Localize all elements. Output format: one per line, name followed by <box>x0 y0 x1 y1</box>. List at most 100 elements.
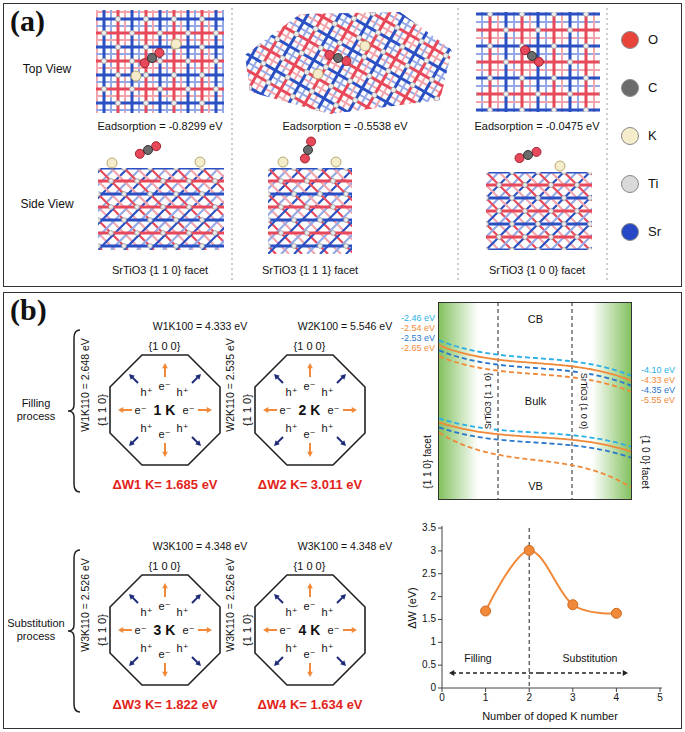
art-path <box>162 583 168 588</box>
art-circle <box>293 30 300 37</box>
node-text: (b) <box>10 293 47 328</box>
art-circle <box>185 86 190 91</box>
column-divider <box>232 8 233 283</box>
node-text: h⁺ <box>286 421 298 434</box>
arrow <box>198 407 212 413</box>
art-circle <box>575 209 580 214</box>
art-circle <box>551 12 556 17</box>
art-line <box>486 172 564 250</box>
art-line <box>442 526 443 688</box>
art-circle <box>416 182 423 189</box>
arrow <box>118 407 132 413</box>
arrow <box>129 594 138 603</box>
art-circle <box>588 172 592 174</box>
art-path <box>195 594 201 600</box>
art-circle <box>237 127 244 134</box>
art-circle <box>164 85 171 92</box>
art-circle <box>366 72 373 79</box>
art-circle <box>268 244 270 249</box>
art-circle <box>211 32 218 39</box>
art-circle <box>385 67 392 74</box>
node-text: e⁻ <box>304 647 316 660</box>
art-path <box>351 627 356 633</box>
band-edge-curve <box>439 356 631 391</box>
art-line <box>98 168 224 170</box>
art-circle <box>352 97 359 104</box>
art-line <box>178 71 420 211</box>
art-line <box>150 119 392 259</box>
art-line <box>154 113 396 253</box>
art-circle <box>393 250 400 257</box>
art-circle <box>528 52 537 61</box>
art-circle <box>318 244 323 249</box>
art-circle <box>143 72 148 77</box>
node-text: e⁻ <box>328 623 340 636</box>
arrow <box>449 670 540 676</box>
crystal-top-view <box>476 12 600 112</box>
art-circle <box>583 12 588 17</box>
art-line <box>309 443 311 452</box>
art-g <box>476 12 600 112</box>
legend-text: K <box>648 129 657 144</box>
art-circle <box>109 205 114 210</box>
art-circle <box>497 209 502 214</box>
co2-molecule <box>135 142 160 159</box>
art-circle <box>266 161 273 168</box>
art-circle <box>199 16 204 21</box>
art-circle <box>246 84 253 91</box>
art-line <box>438 550 442 551</box>
arrow <box>263 627 277 633</box>
k-atom <box>360 41 370 51</box>
art-line <box>309 587 311 596</box>
node-text: h⁺ <box>322 605 334 618</box>
node-text: {1 1 0} <box>95 614 108 646</box>
art-path <box>340 594 346 600</box>
art-circle <box>336 39 343 46</box>
arrow <box>274 657 283 666</box>
octagon-box: {1 0 0}{1 1 0}1 Ke⁻e⁻e⁻e⁻h⁺h⁺h⁺h⁺ <box>110 355 220 465</box>
art-line <box>572 688 573 692</box>
art-line <box>360 0 500 232</box>
art-line <box>267 409 276 411</box>
art-circle <box>567 27 572 32</box>
arrow <box>307 663 313 677</box>
art-circle <box>583 107 588 112</box>
node-text: {1 1 0} <box>240 614 253 646</box>
text-label: W2K110 = 2.535 eV <box>224 338 236 432</box>
art-circle <box>185 58 190 63</box>
art-circle <box>157 86 162 91</box>
art-line <box>343 629 352 631</box>
art-circle <box>371 92 378 99</box>
art-line <box>268 245 352 248</box>
art-circle <box>523 209 528 214</box>
art-path <box>195 660 201 666</box>
art-circle <box>369 10 376 17</box>
region-divider <box>572 302 573 500</box>
art-circle <box>476 27 477 32</box>
art-line <box>442 688 662 689</box>
art-path <box>129 440 135 446</box>
art-line <box>122 409 131 411</box>
art-circle <box>391 168 398 175</box>
node-text: 3 K <box>154 621 176 637</box>
arrow <box>192 594 201 603</box>
node-text: {1 0 0} <box>149 339 181 352</box>
art-circle <box>588 196 592 201</box>
art-circle <box>562 248 567 250</box>
text-label: 1 <box>483 692 489 704</box>
arrow <box>343 627 357 633</box>
art-circle <box>536 172 541 174</box>
art-circle <box>318 192 323 197</box>
text-label: 5 <box>657 692 663 704</box>
art-circle <box>284 74 291 81</box>
art-circle <box>438 114 445 121</box>
legend-text: C <box>648 81 657 96</box>
art-line <box>438 573 442 574</box>
art-circle <box>414 100 421 107</box>
art-circle <box>487 43 492 48</box>
art-circle <box>292 218 297 223</box>
art-circle <box>599 59 600 64</box>
art-circle <box>327 83 334 90</box>
art-path <box>263 407 268 413</box>
art-path <box>129 374 135 380</box>
